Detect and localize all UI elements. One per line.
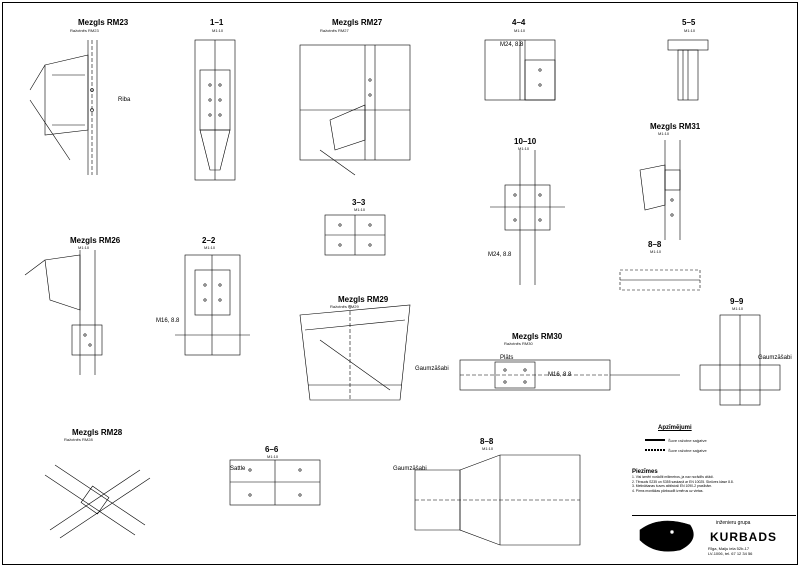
note-line: 4. Pirms montāžas pārbaudīt izmērus uz v…	[632, 488, 704, 493]
section-3-3	[324, 214, 386, 256]
title-8-8: 8–8	[480, 437, 494, 446]
section-10-10	[490, 150, 565, 285]
subtitle-9-9: M1:10	[732, 306, 744, 311]
subtitle-3-3: M1:10	[354, 207, 366, 212]
subtitle-2-2: M1:10	[204, 245, 216, 250]
company-address-line: Rīga, Maiju iela 52b-17	[708, 546, 750, 551]
title-10-10: 10–10	[514, 137, 537, 146]
company-address-line: LV-1006, tel. 67 12 34 56	[708, 551, 753, 556]
title-rm30: Mezgls RM30	[512, 332, 563, 341]
note-line: 3. Metināšanas šuves atbilstoši EN 1090-…	[632, 484, 713, 489]
title-rm26: Mezgls RM26	[70, 236, 121, 245]
subtitle-rm28: Ražotnēs RM28	[64, 437, 93, 442]
notes-block: Piezīmes 1. Visi izmēri norādīti milimet…	[632, 469, 792, 493]
subtitle-rm31: M1:10	[658, 131, 670, 136]
callout-bolt-m24-2: M24, 8.8	[488, 252, 512, 258]
subtitle-rm29: Ražotnēs RM29	[330, 304, 359, 309]
detail-rm26	[24, 250, 103, 375]
title-6-6: 6–6	[265, 445, 279, 454]
section-4-4	[484, 39, 556, 101]
notes-title: Piezīmes	[632, 469, 658, 475]
section-8-8	[414, 454, 581, 546]
callout-coordinate-2: Gaumzāšabi	[758, 355, 792, 361]
title-2-2: 2–2	[202, 236, 216, 245]
subtitle-10-10: M1:10	[518, 146, 530, 151]
title-3-3: 3–3	[352, 198, 366, 207]
detail-rm31	[639, 140, 681, 240]
title-rm29: Mezgls RM29	[338, 295, 389, 304]
subtitle-6-6: M1:10	[267, 454, 279, 459]
callout-coordinate: Gaumzāšabi	[415, 366, 449, 372]
section-6-6	[229, 459, 321, 506]
subtitle-1-1: M1:10	[212, 28, 224, 33]
subtitle-8-8: M1:10	[482, 446, 494, 451]
note-line: 2. Tērauds S235 un S355 saskaņā ar EN 10…	[632, 479, 734, 484]
section-5-5	[667, 39, 709, 101]
section-1-1	[194, 39, 236, 181]
note-line: 1. Visi izmēri norādīti milimetros, ja n…	[632, 475, 714, 480]
subtitle-5-5: M1:10	[684, 28, 696, 33]
legend: Apzīmējumi Šuve ražotne saģatve Šuve raž…	[640, 425, 790, 465]
company-name: KURBADS	[710, 530, 777, 544]
subtitle-rm30: Ražotnēs RM30	[504, 341, 533, 346]
title-rm31: Mezgls RM31	[650, 122, 701, 131]
subtitle-rm23: Ražotnēs RM23	[70, 28, 99, 33]
subtitle-rm27: Ražotnēs RM27	[320, 28, 349, 33]
callout-sattle: Sattle	[230, 466, 246, 472]
company-subtitle: inženieru grupa	[716, 520, 751, 526]
detail-rm27	[299, 44, 411, 176]
subtitle-8-8-top: M1:10	[650, 249, 662, 254]
detail-rm30	[459, 359, 680, 391]
legend-item: Šuve ražotne saģatve	[668, 448, 707, 453]
title-5-5: 5–5	[682, 18, 696, 27]
legend-title: Apzīmējumi	[658, 425, 692, 431]
company-address: Rīga, Maiju iela 52b-17 LV-1006, tel. 67…	[708, 546, 752, 556]
callout-rib: Riba	[118, 97, 131, 103]
title-9-9: 9–9	[730, 297, 744, 306]
subtitle-rm26: M1:10	[78, 245, 90, 250]
callout-plate: Plāts	[500, 355, 514, 361]
title-8-8-top: 8–8	[648, 240, 662, 249]
subtitle-4-4: M1:10	[514, 28, 526, 33]
section-beam-lower	[619, 269, 701, 291]
detail-rm29	[299, 304, 411, 401]
title-block: inženieru grupa KURBADS Rīga, Maiju iela…	[632, 515, 796, 564]
callout-coordinate-3: Gaumzāšabi	[393, 466, 427, 472]
detail-rm28	[44, 464, 151, 539]
legend-item: Šuve ražotne saģatve	[668, 438, 707, 443]
title-rm27: Mezgls RM27	[332, 18, 383, 27]
callout-bolt-m16-2: M16, 8.8	[156, 318, 180, 324]
section-2-2	[175, 254, 250, 356]
legend-swatches	[645, 439, 665, 451]
callout-bolt-m24: M24, 8.8	[500, 42, 524, 48]
title-rm23: Mezgls RM23	[78, 18, 129, 27]
detail-rm23	[29, 40, 98, 175]
title-rm28: Mezgls RM28	[72, 428, 123, 437]
callout-bolt-m16: M16, 8.8	[548, 372, 572, 378]
title-1-1: 1–1	[210, 18, 224, 27]
section-9-9	[699, 314, 781, 406]
company-logo-mark	[639, 520, 694, 552]
title-4-4: 4–4	[512, 18, 526, 27]
